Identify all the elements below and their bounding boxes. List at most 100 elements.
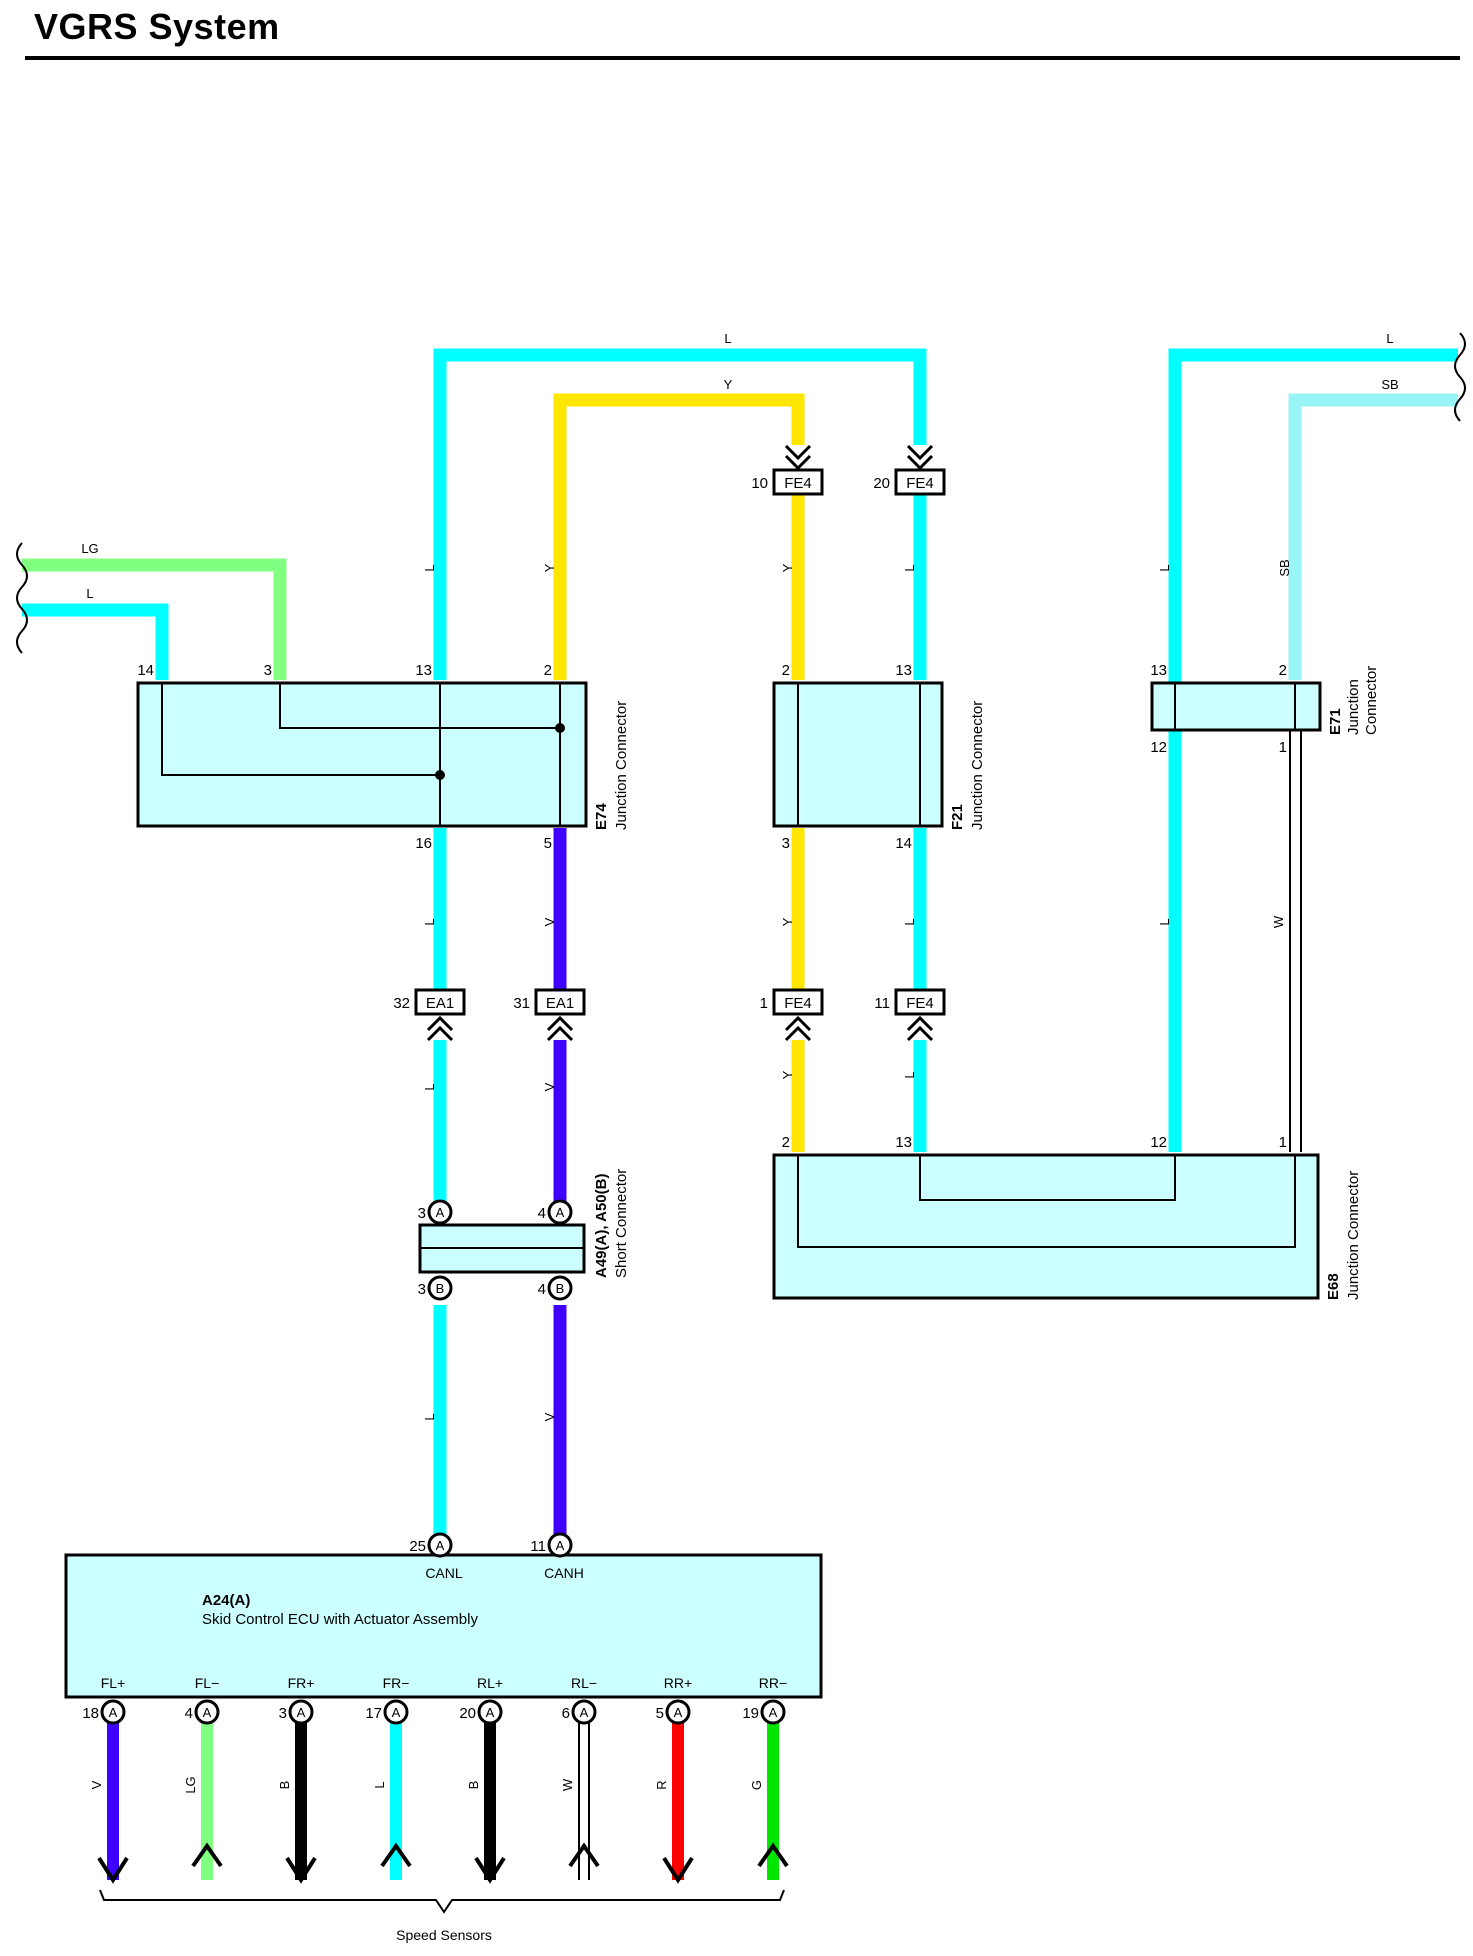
e74-id: E74	[593, 803, 610, 830]
pin-number: 1	[1279, 1134, 1287, 1151]
pin-number: 11	[874, 995, 890, 1012]
vertical-wire-labels: L Y Y L L SB L V Y L L W L V Y L L V	[422, 559, 1292, 1421]
wire-label: L	[902, 564, 917, 571]
wire-label: L	[724, 331, 731, 346]
wire-label: B	[466, 1781, 481, 1790]
pin-badge: A	[571, 1699, 597, 1725]
pin-badge-letter: A	[556, 1538, 565, 1553]
speed-sensors-brace: Speed Sensors	[99, 1889, 785, 1943]
wire-label: Y	[724, 377, 733, 392]
pin-number: 13	[1150, 662, 1167, 679]
ea1-label: EA1	[426, 995, 454, 1012]
wire-label: L	[422, 1083, 437, 1090]
pin-number: 16	[415, 835, 432, 852]
pin-number: 3	[418, 1205, 426, 1222]
fe4-label: FE4	[784, 475, 812, 492]
pin-badge: B	[547, 1275, 573, 1301]
ecu-pin-label: RL+	[477, 1675, 503, 1691]
pin-badge: B	[427, 1275, 453, 1301]
pin-badge-letter: A	[203, 1705, 212, 1720]
pin-badge-letter: A	[436, 1538, 445, 1553]
title-rule	[25, 56, 1460, 60]
e71-junction-connector	[1150, 681, 1322, 732]
pin-badge-letter: A	[392, 1705, 401, 1720]
pin-number: 13	[895, 1134, 912, 1151]
pin-badge-letter: A	[580, 1705, 589, 1720]
wire-label: G	[749, 1780, 764, 1790]
wire-label: SB	[1277, 559, 1292, 576]
wire-label: L	[1157, 918, 1172, 925]
pin-number: 3	[418, 1281, 426, 1298]
pin-badge-letter: A	[556, 1205, 565, 1220]
pin-number: 1	[760, 995, 768, 1012]
pin-badge: A	[547, 1199, 573, 1225]
fe4-label: FE4	[906, 995, 934, 1012]
pin-number: 12	[1150, 739, 1167, 756]
ecu-pin-label: CANL	[425, 1565, 463, 1581]
wire-label: V	[542, 1082, 557, 1091]
pin-badge-letter: B	[556, 1281, 565, 1296]
speed-sensors-label: Speed Sensors	[396, 1927, 492, 1943]
ecu-id: A24(A)	[202, 1592, 250, 1609]
pin-badge: A	[194, 1699, 220, 1725]
pin-number: 1	[1279, 739, 1287, 756]
wire-label: Y	[780, 563, 795, 572]
pin-badge-letter: A	[297, 1705, 306, 1720]
pin-number: 13	[895, 662, 912, 679]
speed-sensor-wire	[285, 1712, 317, 1884]
e71-desc: Connector	[1363, 666, 1380, 735]
pin-number: 18	[82, 1705, 99, 1722]
speed-sensor-wire	[662, 1712, 694, 1884]
pin-badge: A	[427, 1199, 453, 1225]
pin-badges: A A B B A A	[427, 1199, 573, 1558]
pin-number: 20	[873, 475, 890, 492]
pin-number: 3	[264, 662, 272, 679]
ecu-pin-label: CANH	[544, 1565, 584, 1581]
wire-label: L	[902, 918, 917, 925]
pin-number: 20	[459, 1705, 476, 1722]
wire-lg-left	[22, 558, 287, 680]
fe4-connector-10	[772, 444, 824, 496]
pin-number: 31	[513, 995, 530, 1012]
fe4-connector-11	[894, 988, 946, 1042]
pin-number: 2	[544, 662, 552, 679]
wire-label: LG	[183, 1776, 198, 1793]
fe4-connector-20	[894, 444, 946, 496]
pin-number: 3	[782, 835, 790, 852]
pin-number: 32	[393, 995, 410, 1012]
pin-number: 4	[185, 1705, 193, 1722]
wire-label: L	[422, 564, 437, 571]
pin-number: 4	[538, 1281, 546, 1298]
wire-label: LG	[81, 541, 98, 556]
e68-junction-connector	[772, 1153, 1320, 1300]
wire-label: L	[1386, 331, 1393, 346]
short-conn-desc: Short Connector	[613, 1169, 630, 1278]
e71-id: E71	[1327, 708, 1344, 735]
speed-sensor-wire	[568, 1712, 600, 1880]
wire-label: W	[1271, 915, 1286, 928]
pin-number: 3	[279, 1705, 287, 1722]
pin-badge-letter: A	[486, 1705, 495, 1720]
wire-label: V	[542, 917, 557, 926]
pin-number: 2	[1279, 662, 1287, 679]
pin-badge: A	[760, 1699, 786, 1725]
wire-label: Y	[542, 563, 557, 572]
speed-sensor-wires: A18FL+VA4FL−LGA3FR+BA17FR−LA20RL+BA6RL−W…	[82, 1675, 789, 1884]
wires	[22, 348, 1458, 1535]
wire-l-left	[22, 603, 169, 680]
ecu-pin-label: FL+	[101, 1675, 126, 1691]
e68-id: E68	[1325, 1273, 1342, 1300]
ea1-label: EA1	[546, 995, 574, 1012]
wire-label: B	[277, 1781, 292, 1790]
pin-number: 25	[409, 1538, 426, 1555]
pin-number: 19	[742, 1705, 759, 1722]
horizontal-wire-labels: L Y LG L L SB	[81, 331, 1398, 601]
wire-label: Y	[780, 917, 795, 926]
wire-l-top	[433, 348, 927, 680]
pin-number: 12	[1150, 1134, 1167, 1151]
page-title: VGRS System	[34, 6, 280, 47]
pin-badge: A	[477, 1699, 503, 1725]
pin-badge: A	[288, 1699, 314, 1725]
ecu-box	[64, 1553, 823, 1699]
